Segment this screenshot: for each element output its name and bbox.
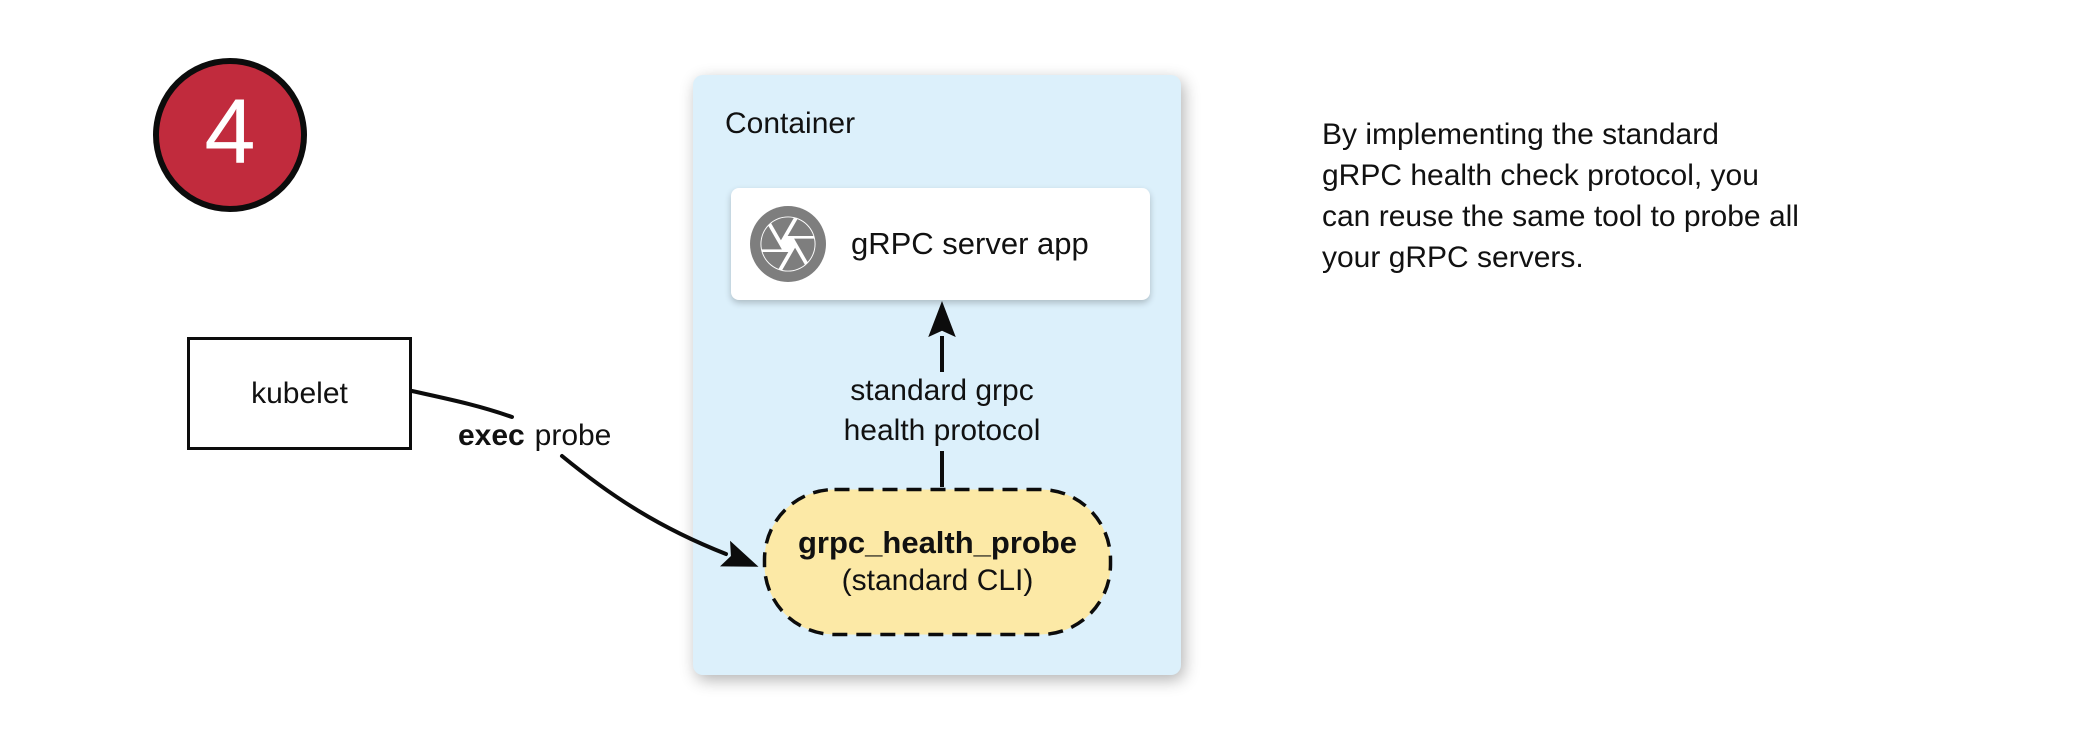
side-note-line: your gRPC servers. — [1322, 241, 1584, 274]
exec-probe-arrow-upper — [410, 389, 514, 419]
exec-probe-edge-label-bold: exec — [458, 419, 525, 452]
health-protocol-edge-label-line1: standard grpc — [850, 374, 1034, 407]
kubelet-label: kubelet — [251, 376, 348, 410]
health-protocol-edge-label: standard grpc health protocol — [844, 371, 1041, 451]
side-note-line: gRPC health check protocol, you — [1322, 159, 1759, 192]
health-protocol-edge-label-line2: health protocol — [843, 414, 1041, 447]
side-note-line: can reuse the same tool to probe all — [1322, 200, 1799, 233]
step-number: 4 — [204, 81, 256, 183]
grpc-health-probe-node: grpc_health_probe (standard CLI) — [762, 487, 1113, 637]
grpc-health-probe-title: grpc_health_probe — [797, 525, 1078, 560]
exec-probe-edge-label: exec probe — [458, 419, 611, 453]
aperture-icon — [750, 206, 826, 282]
grpc-server-app-node: gRPC server app — [731, 188, 1150, 300]
step-number-badge: 4 — [153, 58, 307, 212]
dashed-pill-shape — [762, 487, 1113, 637]
side-note-line: By implementing the standard — [1322, 118, 1719, 151]
side-note: By implementing the standard gRPC health… — [1322, 114, 1799, 278]
grpc-server-app-label: gRPC server app — [851, 226, 1089, 261]
container-group: Container gRPC server app grpc_health_pr… — [693, 75, 1181, 675]
kubelet-node: kubelet — [187, 337, 412, 450]
grpc-health-probe-subtitle: (standard CLI) — [841, 564, 1034, 597]
container-label: Container — [725, 107, 856, 140]
exec-probe-edge-label-rest: probe — [534, 419, 612, 452]
